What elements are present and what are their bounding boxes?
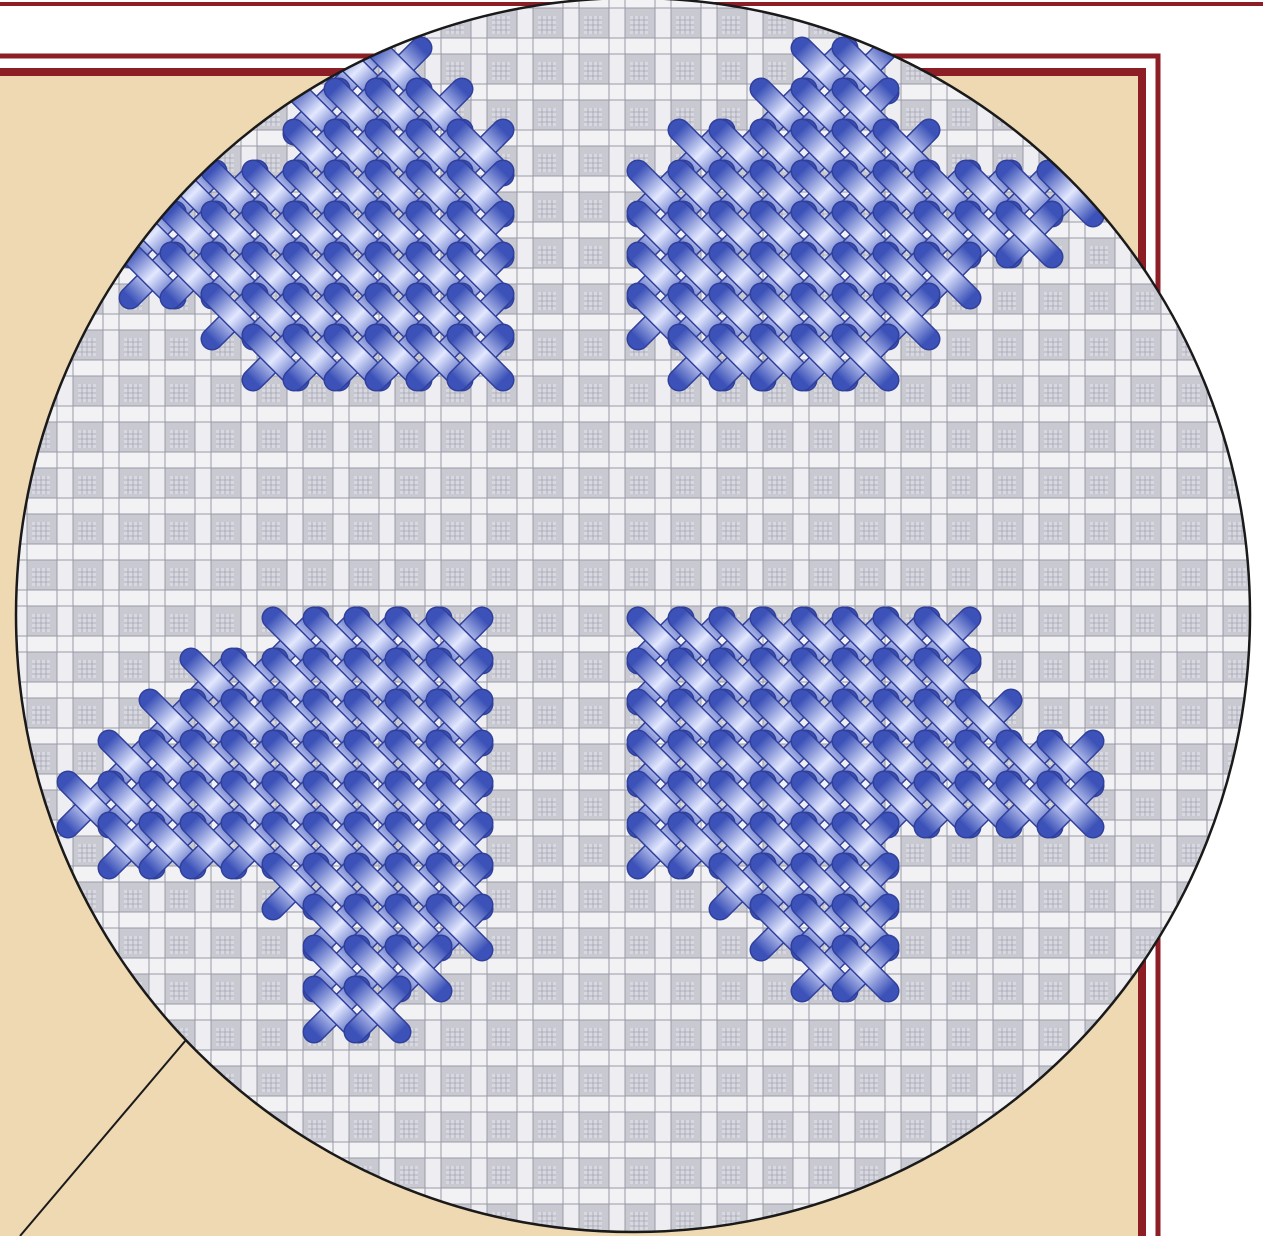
- cross-stitch: [1007, 212, 1052, 257]
- cross-stitch: [458, 335, 503, 380]
- cross-stitch: [843, 946, 888, 991]
- cross-stitch: [843, 335, 888, 380]
- magnifier-lens: [16, 0, 1250, 1232]
- cross-stitch: [1048, 782, 1093, 827]
- cross-stitch: [355, 987, 400, 1032]
